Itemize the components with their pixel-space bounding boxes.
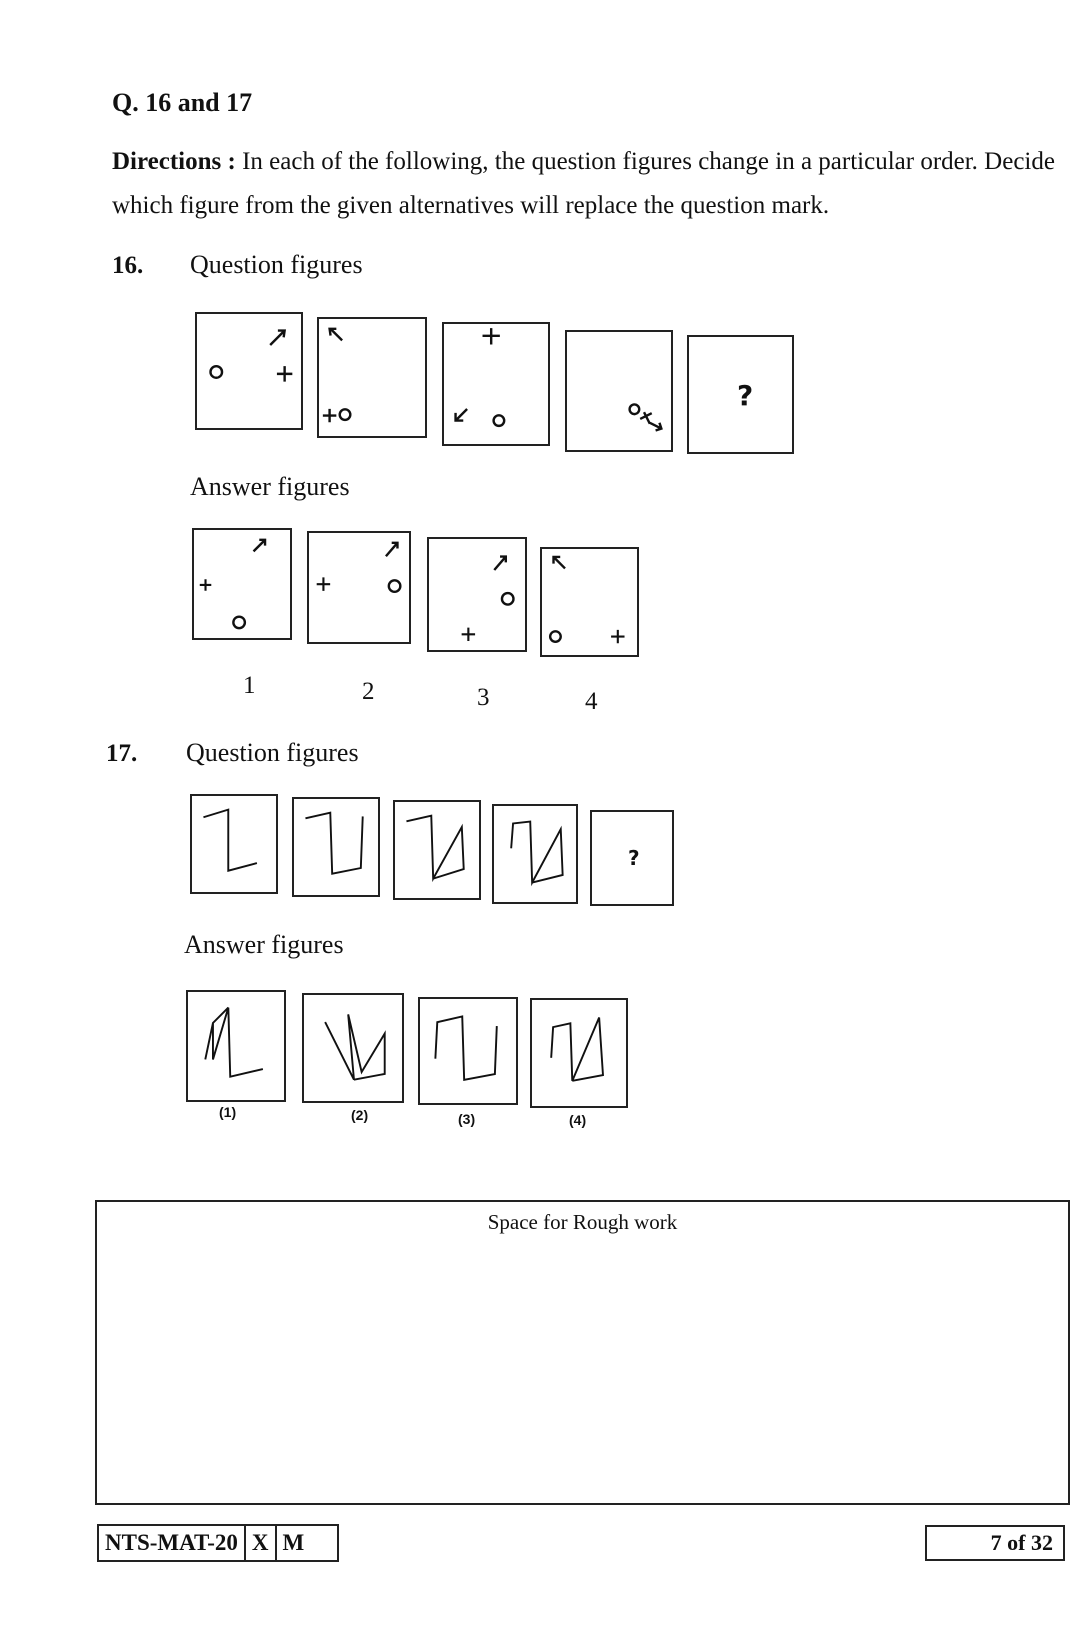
page-number: 7 of 32 bbox=[925, 1525, 1065, 1561]
q16-question-figure-3 bbox=[442, 322, 550, 446]
q17-answer-number-3: (3) bbox=[458, 1111, 476, 1127]
q16-q3-shapes bbox=[454, 328, 506, 428]
q17-number: 17. bbox=[106, 740, 138, 767]
q17-q1-shapes bbox=[203, 808, 258, 872]
question-group-title: Q. 16 and 17 bbox=[112, 88, 253, 117]
q16-question-mark: ? bbox=[737, 379, 754, 412]
q17-question-figure-2 bbox=[292, 797, 380, 897]
q17-answer-figure-4[interactable] bbox=[530, 998, 628, 1108]
paper-code: NTS-MAT-20 bbox=[105, 1530, 238, 1555]
q17-question-mark: ? bbox=[628, 846, 640, 870]
q17-q2-shapes bbox=[305, 811, 364, 875]
q17-question-figure-1 bbox=[190, 794, 278, 894]
q16-answer-number-1: 1 bbox=[243, 672, 256, 699]
q16-number: 16. bbox=[112, 252, 144, 279]
q16-question-figure-1 bbox=[195, 312, 303, 430]
q17-answer-label: Answer figures bbox=[184, 930, 344, 959]
rough-work-area[interactable]: Space for Rough work bbox=[95, 1200, 1070, 1505]
q16-q2-shapes bbox=[322, 327, 352, 423]
q17-answer-figure-2[interactable] bbox=[302, 993, 404, 1103]
q16-answer-number-3: 3 bbox=[477, 684, 490, 711]
q17-question-figure-3 bbox=[393, 800, 481, 900]
q16-answer-number-4: 4 bbox=[585, 688, 598, 715]
q16-question-figure-4 bbox=[565, 330, 673, 452]
q16-answer-number-2: 2 bbox=[362, 678, 375, 705]
q16-answer-figure-2[interactable] bbox=[307, 531, 411, 644]
footer-code-box: NTS-MAT-20 X M bbox=[97, 1524, 339, 1562]
q17-answer-number-4: (4) bbox=[569, 1112, 587, 1128]
q17-q3-shapes bbox=[406, 814, 465, 883]
q16-answer-figure-4[interactable] bbox=[540, 547, 639, 657]
q17-a1-shapes bbox=[204, 1006, 264, 1078]
paper-medium: M bbox=[274, 1526, 337, 1560]
q17-a2-shapes bbox=[324, 1014, 386, 1081]
rough-work-title: Space for Rough work bbox=[487, 1210, 678, 1234]
q16-answer-label: Answer figures bbox=[190, 472, 350, 501]
directions: Directions : In each of the following, t… bbox=[112, 140, 1087, 228]
paper-set: X bbox=[243, 1526, 275, 1560]
q17-question-figure-5: ? bbox=[590, 810, 674, 906]
q16-q4-shapes bbox=[628, 403, 663, 432]
q17-answer-number-2: (2) bbox=[351, 1107, 369, 1123]
q16-a1-shapes bbox=[199, 538, 267, 630]
q17-q4-shapes bbox=[510, 820, 564, 887]
q17-a3-shapes bbox=[434, 1015, 498, 1081]
q17-answer-figure-3[interactable] bbox=[418, 997, 518, 1105]
q17-answer-number-1: (1) bbox=[219, 1104, 237, 1120]
q17-question-figure-4 bbox=[492, 804, 578, 904]
q16-a2-shapes bbox=[316, 541, 402, 594]
q16-a4-shapes bbox=[548, 555, 625, 644]
q16-question-label: Question figures bbox=[190, 250, 363, 279]
q16-answer-figure-1[interactable] bbox=[192, 528, 292, 640]
q17-a4-shapes bbox=[550, 1017, 604, 1082]
q16-a3-shapes bbox=[461, 555, 515, 642]
q17-question-label: Question figures bbox=[186, 738, 359, 767]
q16-q1-shapes bbox=[209, 329, 293, 382]
q16-question-figure-2 bbox=[317, 317, 427, 438]
directions-label: Directions : bbox=[112, 148, 236, 175]
q16-answer-figure-3[interactable] bbox=[427, 537, 527, 652]
q16-question-figure-5: ? bbox=[687, 335, 794, 454]
directions-text: In each of the following, the question f… bbox=[112, 148, 1055, 219]
q17-answer-figure-1[interactable] bbox=[186, 990, 286, 1102]
